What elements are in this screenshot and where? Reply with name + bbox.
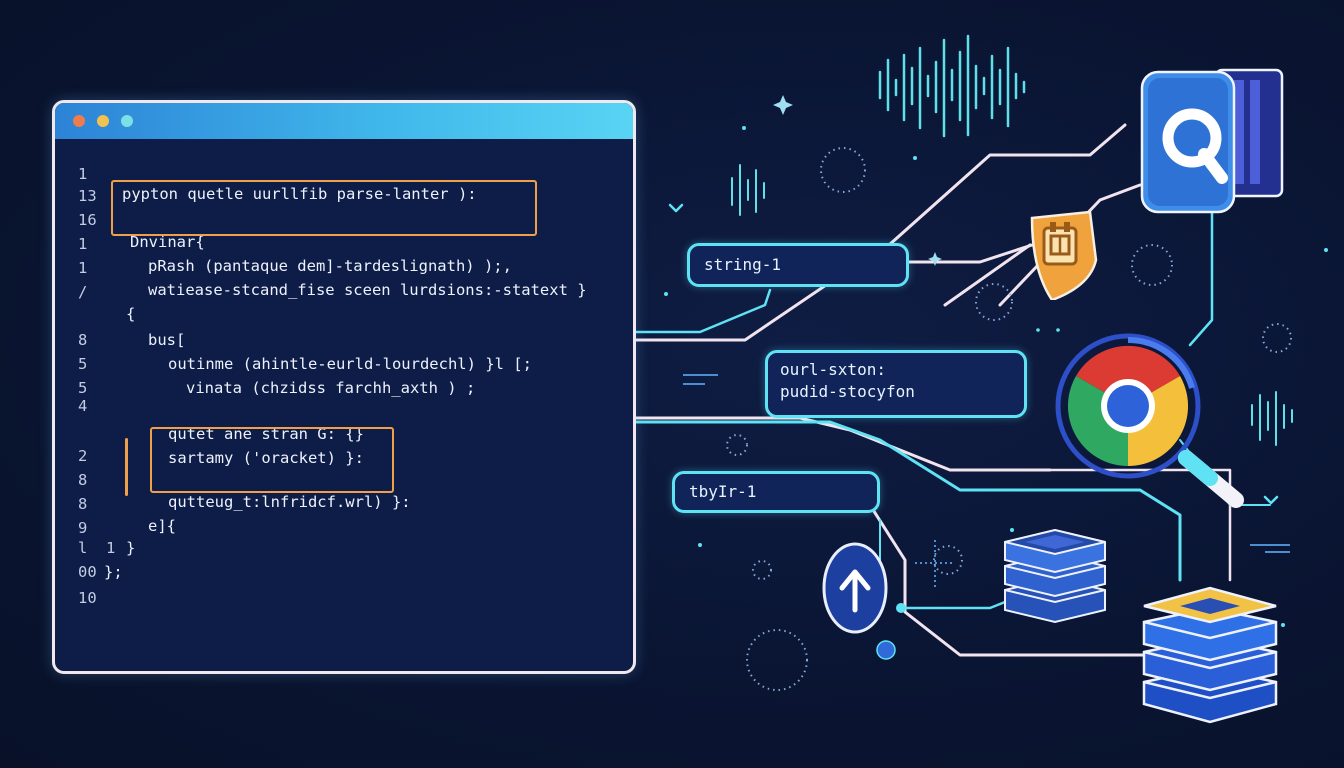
by-label-pill[interactable]: tbyIr-1	[672, 471, 880, 513]
window-dot-close[interactable]	[73, 115, 85, 127]
line-number: 4	[78, 397, 88, 415]
dotted-rings	[726, 147, 1292, 691]
code-line[interactable]: };	[104, 563, 123, 581]
chrome-browser-icon[interactable]	[1050, 318, 1250, 518]
database-stack-icon	[1004, 528, 1106, 624]
code-line[interactable]: sartamy ('oracket) }:	[168, 449, 364, 467]
window-dot-maximize[interactable]	[121, 115, 133, 127]
line-number: 00	[78, 563, 97, 581]
line-number: 8	[78, 471, 88, 489]
connector-line	[1046, 468, 1232, 582]
line-number: 1	[78, 165, 88, 183]
connector-line	[868, 503, 1152, 657]
code-line[interactable]: pypton quetle uurllfib parse-lanter ):	[122, 185, 477, 203]
line-number: 8	[78, 495, 88, 513]
waveform-small	[731, 164, 1293, 446]
server-stack-icon	[1142, 586, 1278, 724]
code-line[interactable]: }	[126, 539, 136, 557]
code-line[interactable]: bus[	[148, 331, 186, 349]
connector-line	[868, 123, 1127, 264]
line-number: 8	[78, 331, 88, 349]
line-number: 1	[78, 259, 88, 277]
window-titlebar	[55, 103, 633, 139]
line-number: 13	[78, 187, 97, 205]
line-number: 1	[78, 235, 88, 253]
search-app-icon[interactable]	[1138, 66, 1288, 226]
line-number: 5	[78, 355, 88, 373]
shield-icon	[1030, 210, 1098, 300]
code-line[interactable]: pRash (pantaque dem]-tardeslignath) );,	[148, 257, 512, 275]
connector-line	[1188, 203, 1214, 347]
line-number: l 1	[78, 539, 116, 557]
connector-line	[630, 416, 1052, 472]
url-label-pill[interactable]: ourl-sxton: pudid-stocyfon	[765, 350, 1027, 418]
highlight-marker	[125, 438, 128, 496]
string-label-pill[interactable]: string-1	[687, 243, 909, 287]
line-number: 5	[78, 379, 88, 397]
sparkles	[664, 95, 1328, 627]
code-line[interactable]: e]{	[148, 517, 176, 535]
code-line[interactable]: watiease-stcand_fise sceen lurdsions:-st…	[148, 281, 587, 299]
line-number: 9	[78, 519, 88, 537]
code-line[interactable]: Dnvinar{	[130, 233, 205, 251]
upload-arrow-icon[interactable]	[820, 540, 890, 636]
node-dot	[896, 603, 906, 613]
connector-line	[630, 288, 772, 334]
connector-line	[943, 243, 1032, 307]
connector-line	[998, 183, 1142, 307]
connector-line	[630, 420, 1182, 582]
code-line[interactable]: {	[126, 305, 136, 323]
line-number: 16	[78, 211, 97, 229]
highlight-box-middle	[150, 427, 394, 493]
node-dot	[876, 640, 896, 660]
code-line[interactable]: vinata (chzidss farchh_axth ) ;	[186, 379, 476, 397]
chevrons	[668, 203, 1279, 505]
window-dot-minimize[interactable]	[97, 115, 109, 127]
code-line[interactable]: qutet ane stran G: {}	[168, 425, 364, 443]
line-number: /	[78, 283, 88, 301]
code-line[interactable]: outinme (ahintle-eurld-lourdechl) }l [;	[168, 355, 532, 373]
line-number: 10	[78, 589, 97, 607]
line-number: 2	[78, 447, 88, 465]
highlight-box-top	[111, 180, 537, 236]
waveform	[878, 34, 1026, 138]
code-line[interactable]: qutteug_t:lnfridcf.wrl) }:	[168, 493, 411, 511]
